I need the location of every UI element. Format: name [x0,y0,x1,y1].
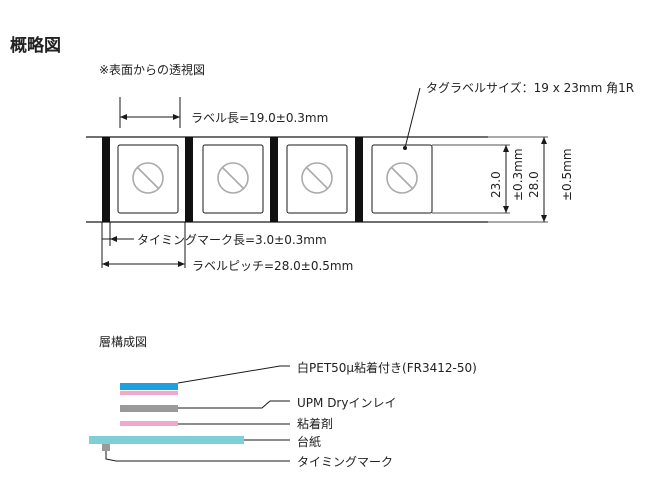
leader-timing-mark [105,451,290,462]
timing-mark-length-text: タイミングマーク長=3.0±0.3mm [137,233,327,247]
layer-liner [89,436,244,444]
top-view-caption: ※表面からの透視図 [99,63,206,77]
tag-label-size-text: タグラベルサイズ：19 x 23mm 角1R [426,81,635,95]
layer-pet-adhesive [120,391,178,395]
label-pitch-text: ラベルピッチ=28.0±0.5mm [192,259,354,273]
timing-mark [185,137,193,222]
inlay-logo-icon [386,162,418,194]
label-height-value: 23.0 [489,171,503,198]
layer-section-title: 層構成図 [99,335,148,349]
layer-label-liner: 台紙 [297,435,322,449]
layer-timing-mark [102,444,110,451]
timing-mark [355,137,363,222]
layer-white-pet [120,383,178,390]
layer-upm-dry-inlay [120,405,178,412]
layer-label-upm-dry-inlay: UPM Dryインレイ [297,396,397,410]
label-3 [286,144,348,214]
leader-white-pet [177,365,290,384]
layer-adhesive [120,421,178,426]
leader-upm-dry-inlay [178,400,290,409]
label-height-tolerance: ±0.3mm [511,148,525,201]
tag-label-leader-dot [403,146,407,150]
timing-mark [102,137,110,222]
inlay-logo-icon [132,162,164,194]
page-title: 概略図 [10,36,61,56]
inlay-logo-icon [217,162,249,194]
timing-mark [270,137,278,222]
layer-label-white-pet: 白PET50μ粘着付き(FR3412-50) [297,361,477,375]
inlay-logo-icon [301,162,333,194]
label-2 [202,144,264,214]
label-1 [117,144,179,214]
layer-label-timing-mark: タイミングマーク [297,455,394,469]
layer-label-adhesive: 粘着剤 [297,417,334,431]
label-4 [371,144,433,214]
tag-label-leader [404,87,421,149]
pitch-height-value: 28.0 [527,171,541,198]
pitch-height-tolerance: ±0.5mm [560,148,574,201]
label-length-text: ラベル長=19.0±0.3mm [191,111,329,125]
